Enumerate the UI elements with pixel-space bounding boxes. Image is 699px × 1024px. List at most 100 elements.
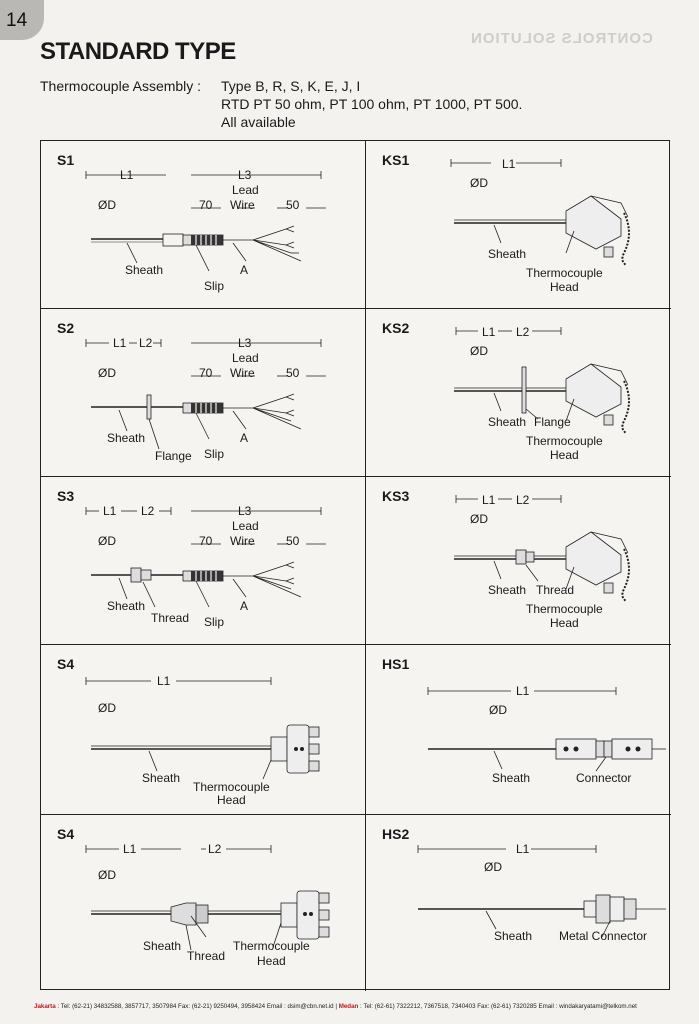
a-label: A [240, 599, 249, 613]
sheath-label: Sheath [107, 431, 146, 445]
hs1-diagram [427, 687, 666, 772]
dim-l2: L2 [516, 325, 530, 339]
sheath-label: Sheath [142, 771, 181, 785]
a-label: A [240, 263, 249, 277]
dim-od: ØD [98, 868, 116, 882]
dim-od: ØD [98, 701, 116, 715]
sheath-label: Sheath [488, 583, 527, 597]
head-label: Head [550, 448, 579, 462]
cell-label: S4 [57, 656, 75, 672]
assembly-line: Type B, R, S, K, E, J, I [221, 78, 361, 94]
slip-label: Slip [204, 447, 225, 461]
cell-ks3: KS3 L1 L2 ØD Sheath Thread Thermoco [366, 477, 671, 645]
thread-label: Thread [536, 583, 575, 597]
s3-diagram [85, 507, 326, 608]
dim-70: 70 [199, 534, 213, 548]
wire-text: Wire [230, 534, 255, 548]
head-label: Head [257, 954, 286, 968]
cell-s4-b: S4 L1 L2 ØD Sheath Thread Th [41, 815, 366, 991]
dim-l3: L3 [238, 336, 252, 350]
head-label: Head [550, 616, 579, 630]
thread-label: Thread [187, 949, 226, 963]
flange-label: Flange [534, 415, 571, 429]
s4a-diagram [85, 677, 320, 780]
dim-l1: L1 [120, 168, 134, 182]
assembly-line: RTD PT 50 ohm, PT 100 ohm, PT 1000, PT 5… [221, 96, 523, 112]
ks2-diagram [454, 327, 630, 434]
dim-50: 50 [286, 534, 300, 548]
s1-diagram [85, 171, 326, 272]
dim-l3: L3 [238, 504, 252, 518]
cell-s1: S1 [41, 141, 366, 309]
sheath-label: Sheath [494, 929, 533, 943]
dim-l1: L1 [502, 157, 516, 171]
dim-od: ØD [98, 198, 116, 212]
cell-label: KS2 [382, 320, 410, 336]
cell-label: HS1 [382, 656, 410, 672]
dim-l1: L1 [482, 325, 496, 339]
page-number-tab: 14 [0, 0, 44, 40]
dim-od: ØD [98, 534, 116, 548]
dim-od: ØD [470, 512, 488, 526]
dim-od: ØD [470, 176, 488, 190]
product-diagram-grid: S1 [40, 140, 671, 991]
ks1-diagram [450, 159, 630, 266]
dim-l1: L1 [482, 493, 496, 507]
thermocouple-label: Thermocouple [526, 266, 603, 280]
dim-70: 70 [199, 198, 213, 212]
wire-text: Wire [230, 198, 255, 212]
cell-label: S4 [57, 826, 75, 842]
connector-label: Connector [576, 771, 632, 785]
footer-contact: : Tel: (62-21) 34832588, 3857717, 350798… [57, 1003, 337, 1010]
dim-50: 50 [286, 198, 300, 212]
footer-contact: : Tel: (62-61) 7322212, 7367518, 7340403… [360, 1003, 637, 1010]
connector-label: Metal Connector [559, 929, 648, 943]
dim-od: ØD [489, 703, 507, 717]
dim-l2: L2 [139, 336, 153, 350]
lead-text: Lead [232, 519, 259, 533]
cell-label: KS3 [382, 488, 410, 504]
cell-hs2: HS2 L1 ØD Sheath Metal Connector [366, 815, 671, 991]
hs2-diagram [417, 845, 666, 938]
thermocouple-label: Thermocouple [233, 939, 310, 953]
s4b-diagram [85, 845, 330, 951]
sheath-label: Sheath [488, 247, 527, 261]
dim-l1: L1 [516, 684, 530, 698]
dim-l2: L2 [141, 504, 155, 518]
cell-s3: S3 [41, 477, 366, 645]
sheath-label: Sheath [107, 599, 146, 613]
dim-od: ØD [470, 344, 488, 358]
assembly-label: Thermocouple Assembly : [40, 78, 202, 94]
page-title: STANDARD TYPE [40, 38, 236, 65]
footer-city: Jakarta [34, 1003, 56, 1010]
ks3-diagram [454, 495, 630, 602]
assembly-line: All available [221, 114, 296, 130]
cell-ks1: KS1 L1 ØD Sheath Thermocouple Head [366, 141, 671, 309]
footer-city: Medan [338, 1003, 359, 1010]
assembly-values: Type B, R, S, K, E, J, I RTD PT 50 ohm, … [221, 77, 522, 131]
head-label: Head [550, 280, 579, 294]
slip-label: Slip [204, 279, 225, 293]
dim-od: ØD [484, 860, 502, 874]
thermocouple-label: Thermocouple [193, 780, 270, 794]
sheath-label: Sheath [488, 415, 527, 429]
lead-text: Lead [232, 183, 259, 197]
slip-label: Slip [204, 615, 225, 629]
cell-ks2: KS2 L1 L2 ØD Sheath Flange Thermocouple [366, 309, 671, 477]
dim-l1: L1 [103, 504, 117, 518]
cell-label: KS1 [382, 152, 410, 168]
sheath-label: Sheath [143, 939, 182, 953]
cell-label: S1 [57, 152, 75, 168]
cell-s4-a: S4 L1 ØD Sheath Thermocouple Head [41, 645, 366, 815]
a-label: A [240, 431, 249, 445]
head-label: Head [217, 793, 246, 807]
dim-l1: L1 [157, 674, 171, 688]
s2-diagram [85, 339, 326, 450]
cell-label: S3 [57, 488, 75, 504]
cell-label: S2 [57, 320, 75, 336]
dim-50: 50 [286, 366, 300, 380]
cell-label: HS2 [382, 826, 410, 842]
dim-l3: L3 [238, 168, 252, 182]
thread-label: Thread [151, 611, 190, 625]
flange-label: Flange [155, 449, 192, 463]
